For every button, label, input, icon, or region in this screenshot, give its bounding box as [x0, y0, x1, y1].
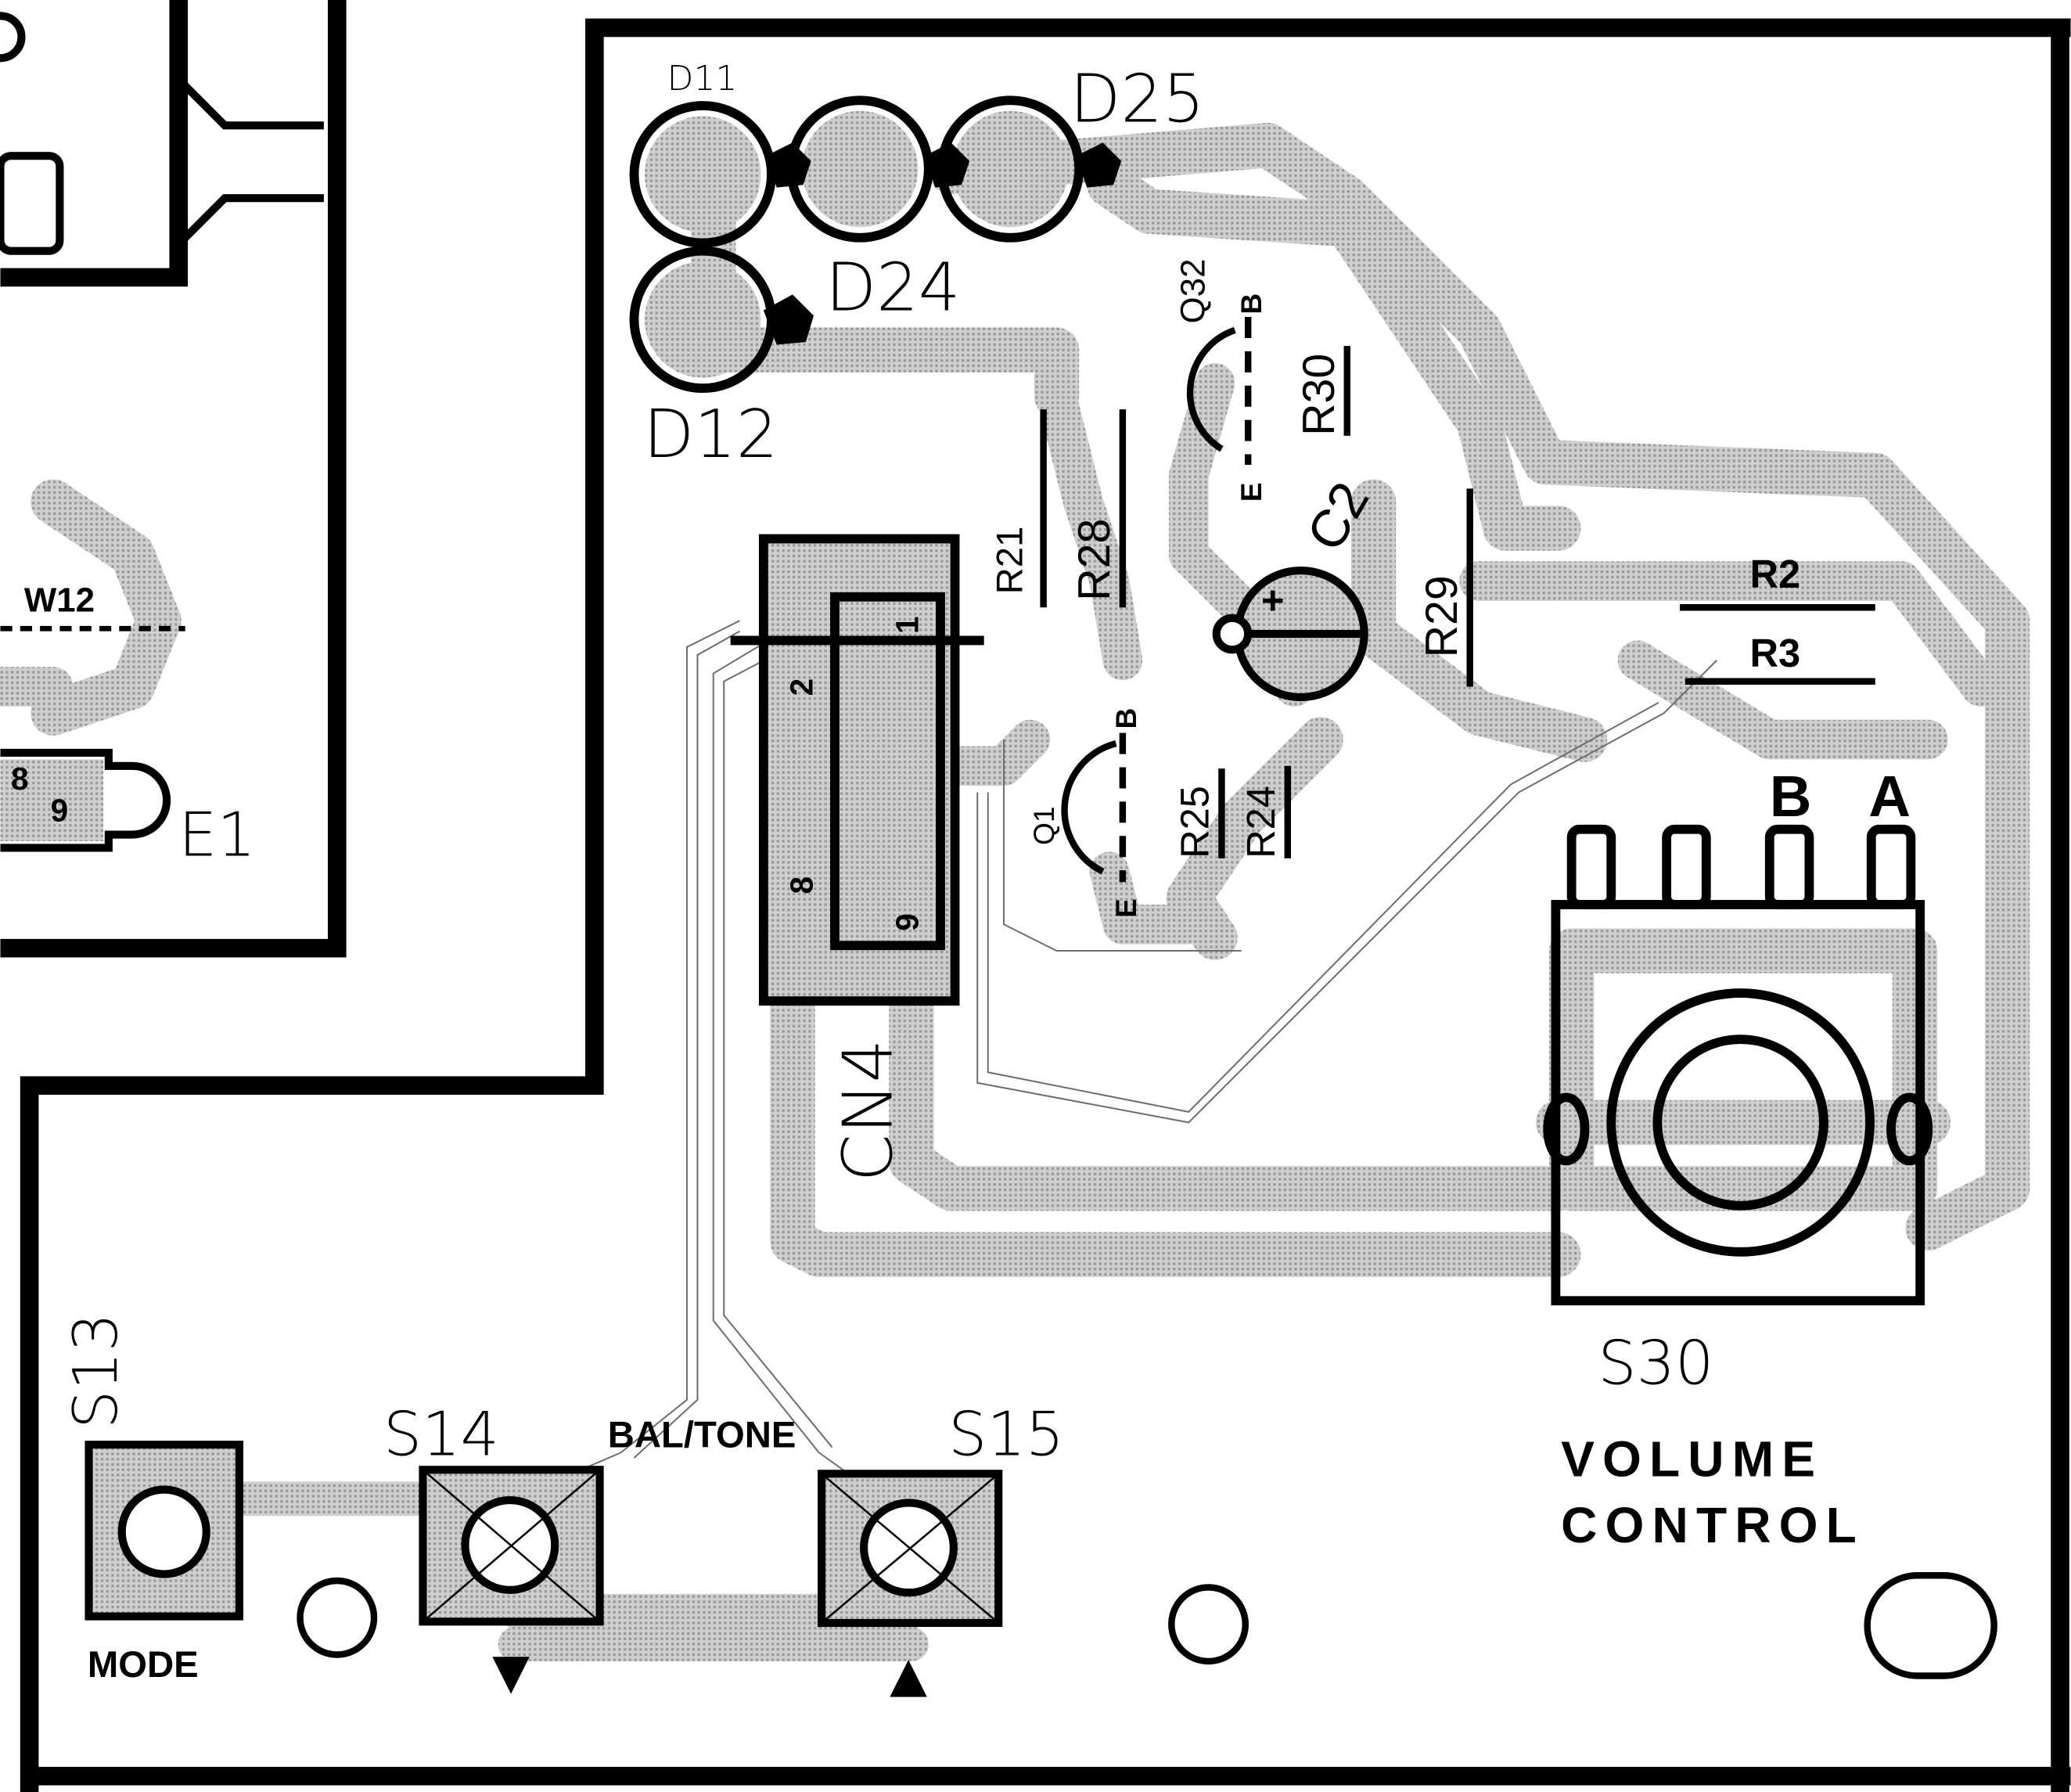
signal-traces [528, 620, 1717, 1520]
transistor-q32 [1186, 317, 1252, 466]
label-r3: R3 [1749, 631, 1800, 675]
resistor-bodies [1040, 346, 1875, 858]
label-s30: S30 [1598, 1329, 1713, 1399]
pot-s30 [1543, 824, 1933, 1306]
label-d24: D24 [825, 250, 960, 326]
label-cn4-pin1: 1 [889, 616, 925, 634]
label-d12: D12 [643, 396, 778, 473]
label-q32-e: E [1235, 483, 1267, 502]
label-cn4-pin2: 2 [783, 678, 819, 696]
mounting-holes [297, 1572, 1997, 1679]
board-outline [20, 18, 2071, 1792]
label-r25: R25 [1173, 786, 1217, 858]
switch-s15 [818, 1470, 1003, 1628]
label-r2: R2 [1749, 552, 1800, 596]
label-q1-b: B [1109, 708, 1142, 729]
label-r28: R28 [1070, 519, 1120, 601]
label-q1: Q1 [1027, 807, 1060, 846]
label-bal-tone: BAL/TONE [608, 1415, 796, 1456]
label-s14: S14 [383, 1400, 499, 1470]
label-cn4-pin8: 8 [783, 876, 819, 894]
label-e1-pin9: 9 [51, 793, 69, 829]
label-volume: VOLUME [1561, 1431, 1823, 1488]
label-pot-a: A [1868, 764, 1911, 829]
e1-connector [0, 748, 171, 852]
label-e1-pin8: 8 [11, 761, 29, 797]
label-c2-plus: + [1261, 578, 1285, 623]
label-s13: S13 [61, 1313, 131, 1429]
label-s15: S15 [948, 1400, 1064, 1470]
label-control: CONTROL [1561, 1497, 1864, 1553]
label-q1-e: E [1109, 898, 1142, 918]
label-r29: R29 [1417, 575, 1467, 657]
led-polarity-marks [763, 142, 1122, 345]
label-q32: Q32 [1174, 259, 1213, 324]
label-r21: R21 [990, 527, 1031, 595]
label-r30: R30 [1294, 354, 1344, 436]
label-w12: W12 [24, 581, 95, 619]
left-subboard-bracket [0, 12, 324, 255]
label-d11: D11 [667, 59, 738, 99]
label-e1: E1 [178, 801, 255, 871]
label-mode: MODE [88, 1644, 199, 1686]
e1-shade [0, 759, 104, 841]
label-r24: R24 [1239, 786, 1283, 858]
switch-s14 [419, 1466, 604, 1626]
label-cn4-pin9: 9 [889, 913, 925, 931]
up-arrow-icon: ▲ [877, 1640, 940, 1711]
label-cn4: CN4 [829, 1039, 908, 1182]
left-subboard-outline [0, 0, 347, 958]
capacitor-c2 [1212, 566, 1368, 702]
led-d11 [629, 101, 776, 248]
led-shades [644, 110, 1069, 378]
transistor-q1 [1061, 732, 1127, 883]
down-arrow-icon: ▼ [480, 1636, 542, 1707]
switch-s13 [84, 1441, 243, 1621]
label-pot-b: B [1770, 764, 1812, 829]
label-q32-b: B [1235, 293, 1267, 315]
label-d25: D25 [1070, 60, 1204, 137]
cn4-connector [730, 534, 984, 1006]
